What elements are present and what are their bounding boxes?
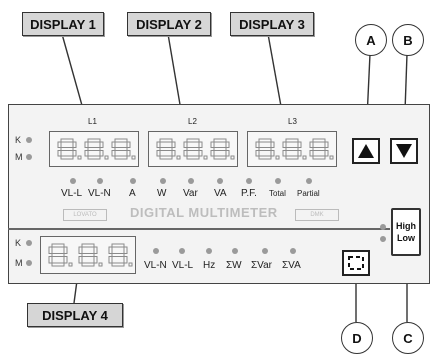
unit-label-vll: VL-L [61, 188, 83, 199]
display4-digit-3 [108, 243, 133, 267]
low-label: Low [397, 233, 415, 243]
mode-key[interactable] [342, 250, 370, 276]
unit-label-total: Total [269, 189, 286, 198]
up-key[interactable] [352, 138, 380, 164]
unit-led-pf [246, 178, 252, 184]
callout-c: C [392, 322, 424, 354]
display1-digit-2 [84, 138, 109, 160]
unit-label-b-vll: VL-L [172, 260, 194, 271]
unit-label-b-svar: ΣVar [251, 260, 273, 271]
display4-digit-2 [78, 243, 103, 267]
unit-label-w: W [157, 188, 167, 199]
callout-b: B [392, 24, 424, 56]
unit-led-b-vll [179, 248, 185, 254]
down-triangle-icon [396, 144, 412, 158]
unit-led-b-sw [232, 248, 238, 254]
display1-digits [57, 138, 136, 160]
display3-digit-3 [309, 138, 334, 160]
unit-led-var [188, 178, 194, 184]
display1-label: DISPLAY 1 [22, 12, 104, 36]
unit-label-var: Var [183, 188, 198, 199]
phase-label-l2: L2 [188, 117, 197, 126]
unit-label-a: A [129, 188, 136, 199]
high-low-key[interactable]: High Low [391, 208, 421, 256]
indicator-m-bottom-led [26, 260, 32, 266]
unit-label-pf: P.F. [241, 188, 257, 199]
unit-led-partial [306, 178, 312, 184]
unit-label-b-vln: VL-N [144, 260, 167, 271]
display1-digit-3 [111, 138, 136, 160]
unit-led-vln [97, 178, 103, 184]
unit-led-a [130, 178, 136, 184]
unit-label-vln: VL-N [88, 188, 111, 199]
high-label: High [396, 221, 416, 231]
unit-led-va [217, 178, 223, 184]
indicator-m-top-led [26, 154, 32, 160]
display2-label: DISPLAY 2 [127, 12, 211, 36]
unit-label-b-sva: ΣVA [282, 260, 301, 271]
down-key[interactable] [390, 138, 418, 164]
display2-digit-3 [210, 138, 235, 160]
callout-a: A [355, 24, 387, 56]
low-led [380, 236, 386, 242]
unit-led-total [275, 178, 281, 184]
unit-led-b-svar [262, 248, 268, 254]
phase-label-l3: L3 [288, 117, 297, 126]
unit-led-vll [70, 178, 76, 184]
unit-label-va: VA [214, 188, 227, 199]
unit-label-b-hz: Hz [203, 260, 216, 271]
unit-label-partial: Partial [297, 189, 320, 198]
display4-label: DISPLAY 4 [27, 303, 123, 327]
display2-digit-1 [156, 138, 181, 160]
unit-label-b-sw: ΣW [226, 260, 242, 271]
display4-digit-1 [48, 243, 73, 267]
display2-digits [156, 138, 235, 160]
indicator-k-top: K [15, 135, 22, 145]
display3-label: DISPLAY 3 [230, 12, 314, 36]
panel-divider [8, 228, 390, 230]
dashed-square-icon [348, 256, 364, 270]
indicator-k-bottom: K [15, 238, 22, 248]
unit-led-b-sva [290, 248, 296, 254]
brand-model: DMK [295, 209, 339, 221]
display1-digit-1 [57, 138, 82, 160]
indicator-k-bottom-led [26, 240, 32, 246]
brand-logo: LOVATO [63, 209, 107, 221]
high-led [380, 224, 386, 230]
indicator-k-top-led [26, 137, 32, 143]
unit-led-b-hz [206, 248, 212, 254]
display4-digits [48, 243, 133, 267]
display3-digit-1 [255, 138, 280, 160]
unit-led-b-vln [153, 248, 159, 254]
indicator-m-bottom: M [15, 258, 23, 268]
brand-title: DIGITAL MULTIMETER [130, 205, 278, 220]
display3-digits [255, 138, 334, 160]
up-triangle-icon [358, 144, 374, 158]
phase-label-l1: L1 [88, 117, 97, 126]
display2-digit-2 [183, 138, 208, 160]
display3-digit-2 [282, 138, 307, 160]
indicator-m-top: M [15, 152, 23, 162]
callout-d: D [341, 322, 373, 354]
unit-led-w [160, 178, 166, 184]
